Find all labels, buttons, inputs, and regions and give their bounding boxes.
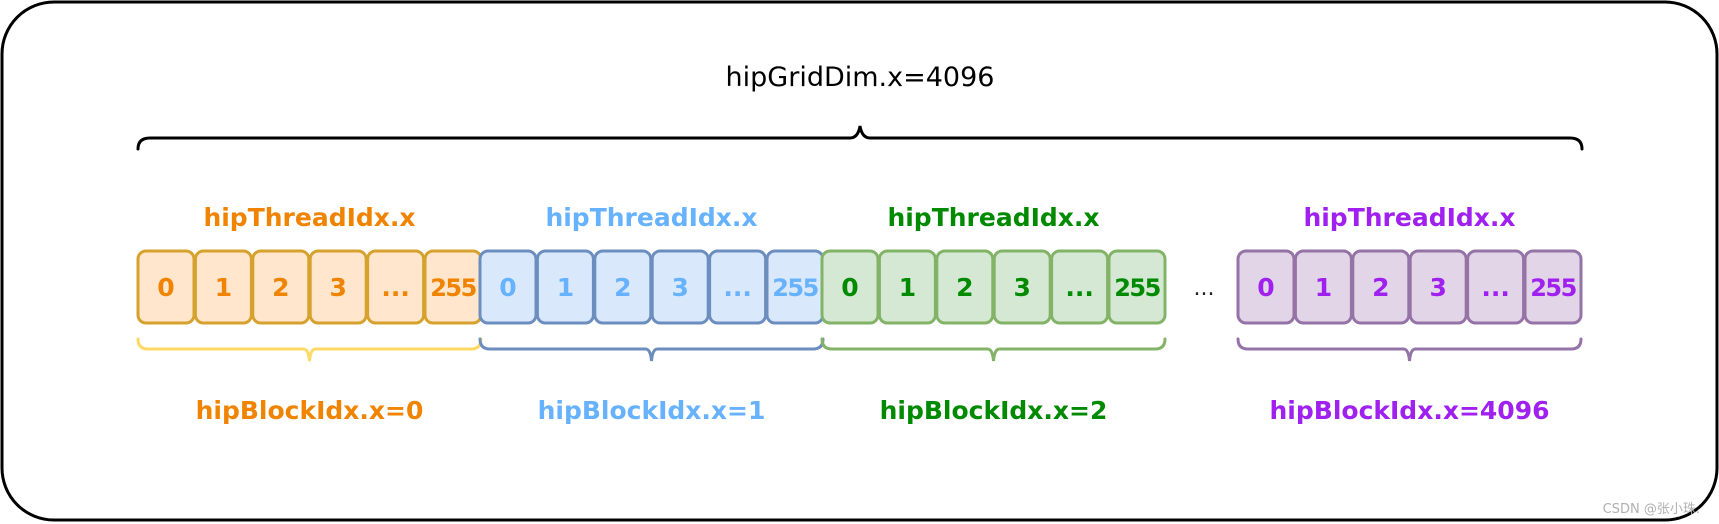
thread-block: hipThreadIdx.x 0 1 2 3... 255 hipBlockIdx.x=0: [136, 203, 483, 425]
thread-cell-label: ...: [723, 273, 752, 302]
thread-cell-label: 0: [499, 273, 516, 302]
block-brace: [478, 337, 825, 362]
thread-idx-label: hipThreadIdx.x: [1303, 203, 1515, 232]
thread-cell-label: 0: [157, 273, 174, 302]
thread-cell-label: 3: [1429, 273, 1446, 302]
thread-cell-label: 255: [1530, 274, 1576, 302]
thread-idx-label: hipThreadIdx.x: [545, 203, 757, 232]
block-idx-label: hipBlockIdx.x=2: [880, 396, 1108, 425]
thread-cell-label: 3: [1013, 273, 1030, 302]
thread-block: hipThreadIdx.x 0 1 2 3... 255 hipBlockIdx.x=2: [820, 203, 1167, 425]
thread-idx-label: hipThreadIdx.x: [887, 203, 1099, 232]
thread-cell-label: 0: [841, 273, 858, 302]
thread-idx-label: hipThreadIdx.x: [203, 203, 415, 232]
thread-cell-label: ...: [381, 273, 410, 302]
watermark-text: CSDN @张小珠.: [1603, 502, 1700, 517]
block-brace: [136, 337, 483, 362]
thread-cell-label: 1: [899, 273, 916, 302]
thread-cell-label: 2: [956, 273, 973, 302]
thread-cell-label: 3: [329, 273, 346, 302]
thread-cell-label: ...: [1481, 273, 1510, 302]
grid-brace: [136, 125, 1584, 151]
block-idx-label: hipBlockIdx.x=1: [538, 396, 766, 425]
block-idx-label: hipBlockIdx.x=4096: [1270, 396, 1550, 425]
thread-cell-label: 255: [1114, 274, 1160, 302]
grid-dim-title: hipGridDim.x=4096: [726, 62, 995, 93]
thread-cell-label: 2: [272, 273, 289, 302]
thread-cell-label: 1: [1315, 273, 1332, 302]
thread-cell: [1107, 249, 1167, 325]
thread-cell-label: 1: [215, 273, 232, 302]
thread-cell-label: 255: [772, 274, 818, 302]
block-idx-label: hipBlockIdx.x=0: [196, 396, 424, 425]
thread-cell-label: 0: [1257, 273, 1274, 302]
thread-block: hipThreadIdx.x 0 1 2 3... 255 hipBlockIdx.x=1: [478, 203, 825, 425]
block-brace: [1236, 337, 1583, 362]
thread-cell-label: 3: [671, 273, 688, 302]
thread-block: hipThreadIdx.x 0 1 2 3... 255 hipBlockIdx.x=40…: [1236, 203, 1583, 425]
thread-cell-label: 255: [430, 274, 476, 302]
gap-ellipsis: ...: [1194, 276, 1215, 301]
thread-cell-label: 2: [1372, 273, 1389, 302]
thread-cell: [1523, 249, 1583, 325]
thread-cell-label: ...: [1065, 273, 1094, 302]
thread-cell-label: 1: [557, 273, 574, 302]
thread-cell-label: 2: [614, 273, 631, 302]
block-brace: [820, 337, 1167, 362]
